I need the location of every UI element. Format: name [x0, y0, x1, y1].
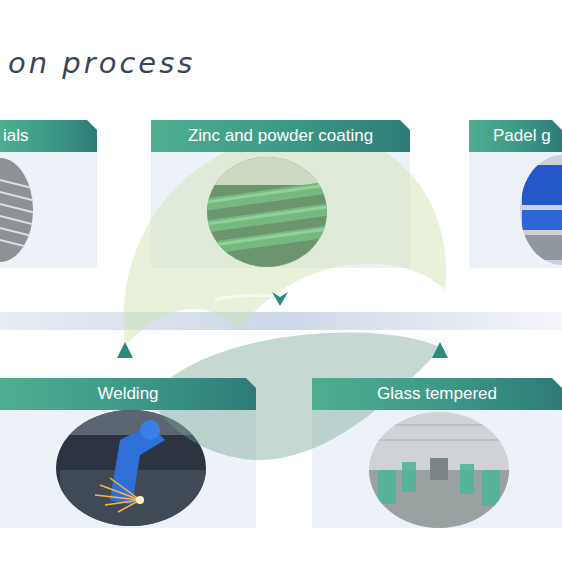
- process-box: Zinc and powder coating: [151, 120, 410, 268]
- process-box: Welding: [0, 378, 256, 528]
- cycle-swirl: [117, 131, 448, 460]
- photo-glass-factory: [365, 410, 515, 530]
- process-box: ials: [0, 120, 97, 268]
- step-header: Padel g: [469, 120, 562, 152]
- step-header: Glass tempered: [312, 378, 562, 410]
- process-box: Glass tempered: [312, 378, 562, 528]
- step-header: Zinc and powder coating: [151, 120, 410, 152]
- page-title: on process: [8, 46, 195, 80]
- panel-body: [469, 152, 562, 268]
- step-header: Welding: [0, 378, 256, 410]
- divider-band: [0, 312, 562, 330]
- photo-padel-glass: [515, 150, 562, 270]
- step-header: ials: [0, 120, 97, 152]
- photo-materials: [0, 150, 40, 270]
- process-box: Padel g: [469, 120, 562, 268]
